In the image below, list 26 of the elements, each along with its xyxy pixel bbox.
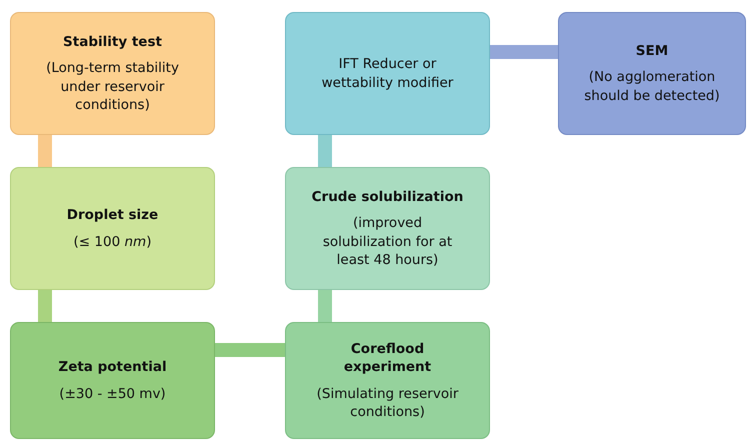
box-text: IFT Reducer or wettability modifier xyxy=(320,55,454,92)
process-box xyxy=(10,12,215,135)
box-text: (Long-term stability under reservoir conditions) xyxy=(45,59,180,114)
box-text: (Simulating reservoir conditions) xyxy=(316,384,460,421)
box-text: (No agglomeration should be detected) xyxy=(583,68,721,105)
connector xyxy=(318,135,332,167)
connector xyxy=(38,290,52,322)
connector xyxy=(490,45,558,59)
box-heading: Coreflood experiment xyxy=(342,340,432,376)
process-box xyxy=(285,322,490,439)
connector xyxy=(318,290,332,322)
box-text: (improved solubilization for at least 48 hours) xyxy=(322,214,454,269)
connector xyxy=(215,343,285,357)
process-box xyxy=(10,167,215,290)
box-text: (≤ 100 nm) xyxy=(74,232,152,251)
box-heading: SEM xyxy=(636,42,668,60)
box-heading: Crude solubilization xyxy=(312,188,464,206)
box-heading: Zeta potential xyxy=(58,358,167,376)
process-box xyxy=(285,12,490,135)
connector xyxy=(38,135,52,167)
process-box xyxy=(558,12,746,135)
box-text: (±30 - ±50 mv) xyxy=(59,384,166,403)
process-box xyxy=(285,167,490,290)
box-heading: Stability test xyxy=(63,33,162,52)
box-heading: Droplet size xyxy=(66,206,158,224)
process-box xyxy=(10,322,215,439)
